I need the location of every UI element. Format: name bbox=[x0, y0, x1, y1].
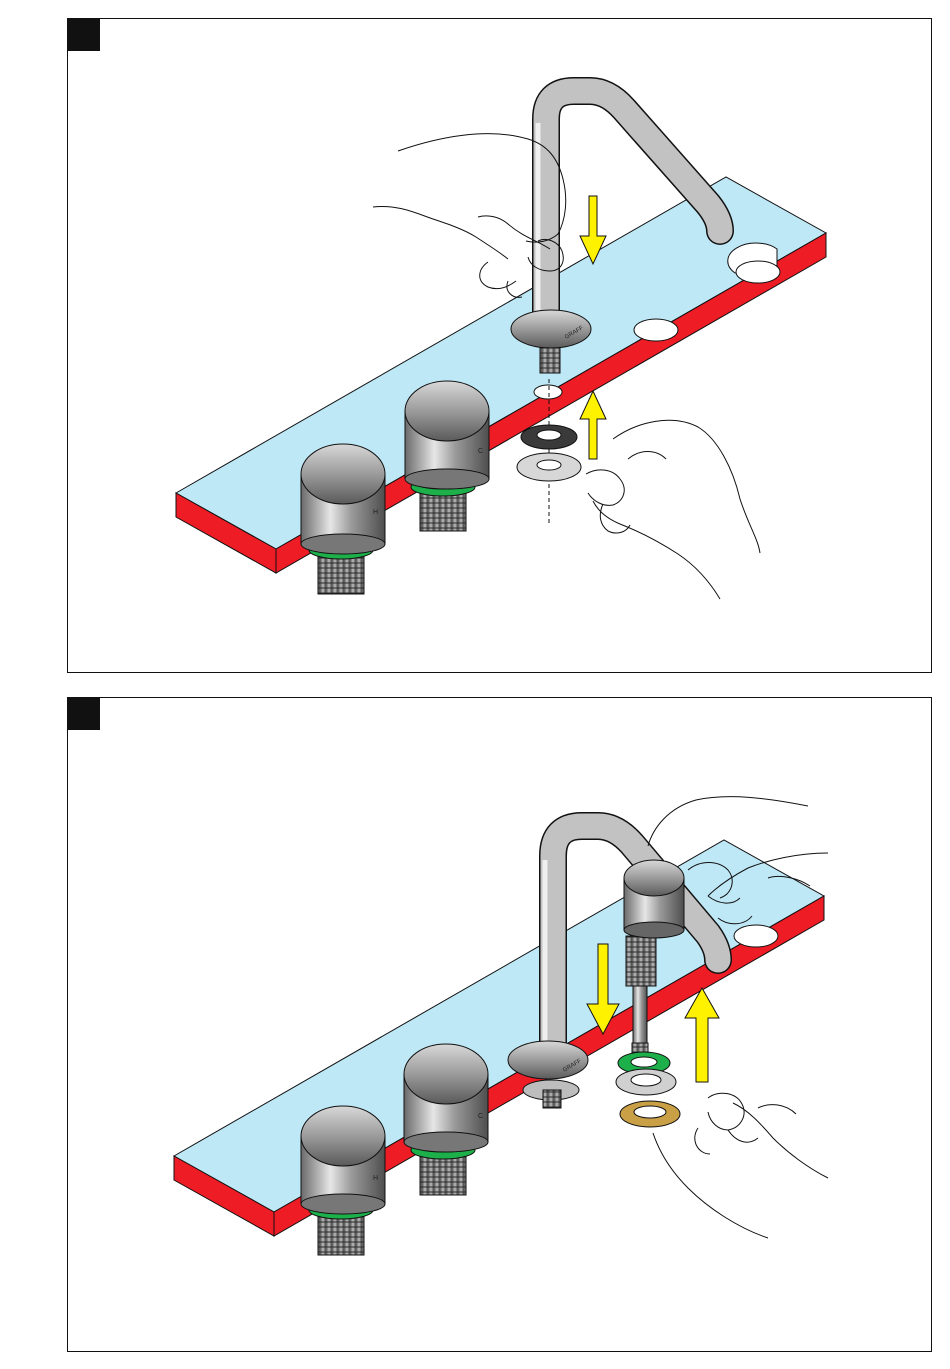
instruction-panel-step-1: H C GRAFF bbox=[67, 18, 932, 673]
illustration-step-1: H C GRAFF bbox=[68, 19, 933, 674]
handle-top bbox=[301, 1106, 385, 1166]
handle-label-h: H bbox=[373, 509, 378, 516]
spout-thread bbox=[543, 1090, 561, 1108]
instruction-panel-step-2: H C GRAFF bbox=[67, 697, 932, 1352]
handle-label-c: C bbox=[478, 448, 483, 455]
handle-label-h: H bbox=[373, 1175, 378, 1182]
valve-thread bbox=[626, 936, 656, 986]
cold-handle-assembly: C bbox=[405, 381, 489, 531]
handle-thread bbox=[420, 491, 466, 531]
hand-icon bbox=[586, 420, 760, 599]
cold-handle-assembly: C bbox=[404, 1044, 488, 1195]
arrow-up-icon bbox=[685, 988, 719, 1082]
countertop-hole bbox=[734, 925, 778, 947]
handle-top bbox=[301, 444, 385, 504]
handle-top bbox=[405, 381, 489, 441]
countertop-hole bbox=[634, 319, 678, 341]
countertop-hole bbox=[534, 385, 562, 399]
hot-handle-assembly: H bbox=[301, 444, 385, 594]
handle-label-c: C bbox=[478, 1113, 483, 1120]
countertop bbox=[174, 840, 824, 1236]
arrow-up-icon bbox=[580, 391, 606, 459]
countertop-hole bbox=[736, 261, 780, 283]
countertop-top-surface bbox=[174, 840, 824, 1212]
washer-stack bbox=[616, 1052, 680, 1127]
handle-thread bbox=[318, 554, 364, 594]
illustration-step-2: H C GRAFF bbox=[68, 698, 933, 1353]
spout-thread bbox=[540, 347, 560, 373]
hot-handle-assembly: H bbox=[301, 1106, 385, 1255]
handle-top bbox=[404, 1044, 488, 1104]
washer-stack bbox=[517, 425, 581, 481]
